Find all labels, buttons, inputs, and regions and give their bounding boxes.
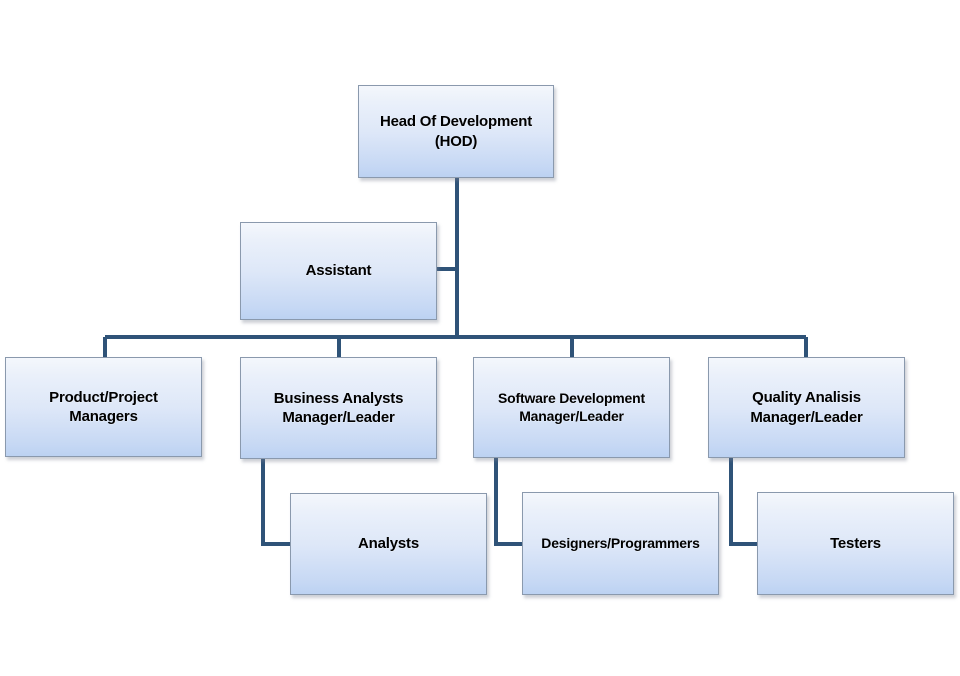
connector-quality-analisis-testers [729, 458, 758, 546]
node-designers-programmers-label: Designers/Programmers [541, 534, 700, 551]
node-software-development-manager-leader-label: Software Development Manager/Leader [498, 389, 645, 424]
node-product-project-managers[interactable]: Product/Project Managers [5, 357, 202, 457]
node-analysts[interactable]: Analysts [290, 493, 487, 595]
node-business-analysts-manager-leader[interactable]: Business Analysts Manager/Leader [240, 357, 437, 459]
node-quality-analisis-manager-leader[interactable]: Quality Analisis Manager/Leader [708, 357, 905, 458]
node-assistant[interactable]: Assistant [240, 222, 437, 320]
node-designers-programmers[interactable]: Designers/Programmers [522, 492, 719, 595]
node-quality-analisis-manager-leader-label: Quality Analisis Manager/Leader [750, 389, 863, 426]
connector-software-development-designers [494, 458, 523, 546]
node-product-project-managers-label: Product/Project Managers [49, 388, 158, 425]
node-testers[interactable]: Testers [757, 492, 954, 595]
node-analysts-label: Analysts [358, 535, 419, 553]
node-assistant-label: Assistant [305, 262, 372, 280]
node-hod-label: Head Of Development (HOD) [379, 113, 533, 150]
node-testers-label: Testers [830, 534, 881, 552]
connector-business-analysts-analysts [261, 459, 291, 546]
node-business-analysts-manager-leader-label: Business Analysts Manager/Leader [273, 389, 404, 426]
node-software-development-manager-leader[interactable]: Software Development Manager/Leader [473, 357, 670, 458]
node-hod[interactable]: Head Of Development (HOD) [358, 85, 554, 178]
